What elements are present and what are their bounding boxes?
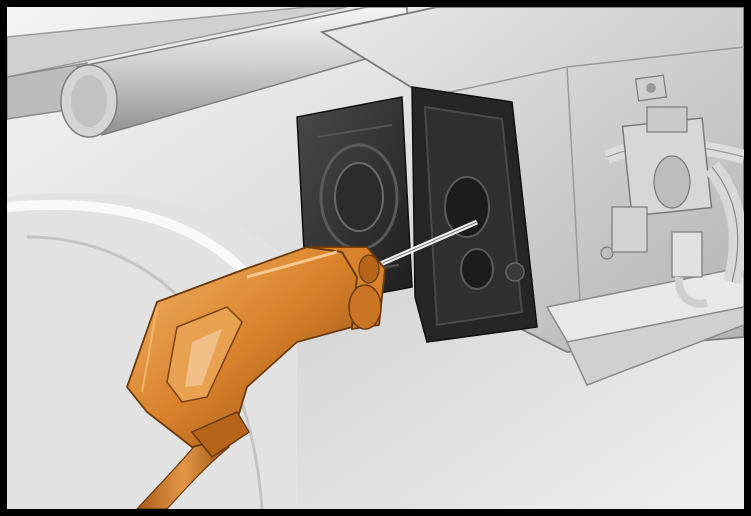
frame-bar-top — [7, 7, 348, 78]
charging-connector-illustration — [7, 7, 744, 509]
metal-pipe — [60, 7, 408, 138]
charging-cable — [136, 436, 231, 509]
charging-connector — [125, 246, 386, 459]
inlet-socket-face — [411, 86, 538, 343]
wiring-assembly — [604, 106, 744, 308]
